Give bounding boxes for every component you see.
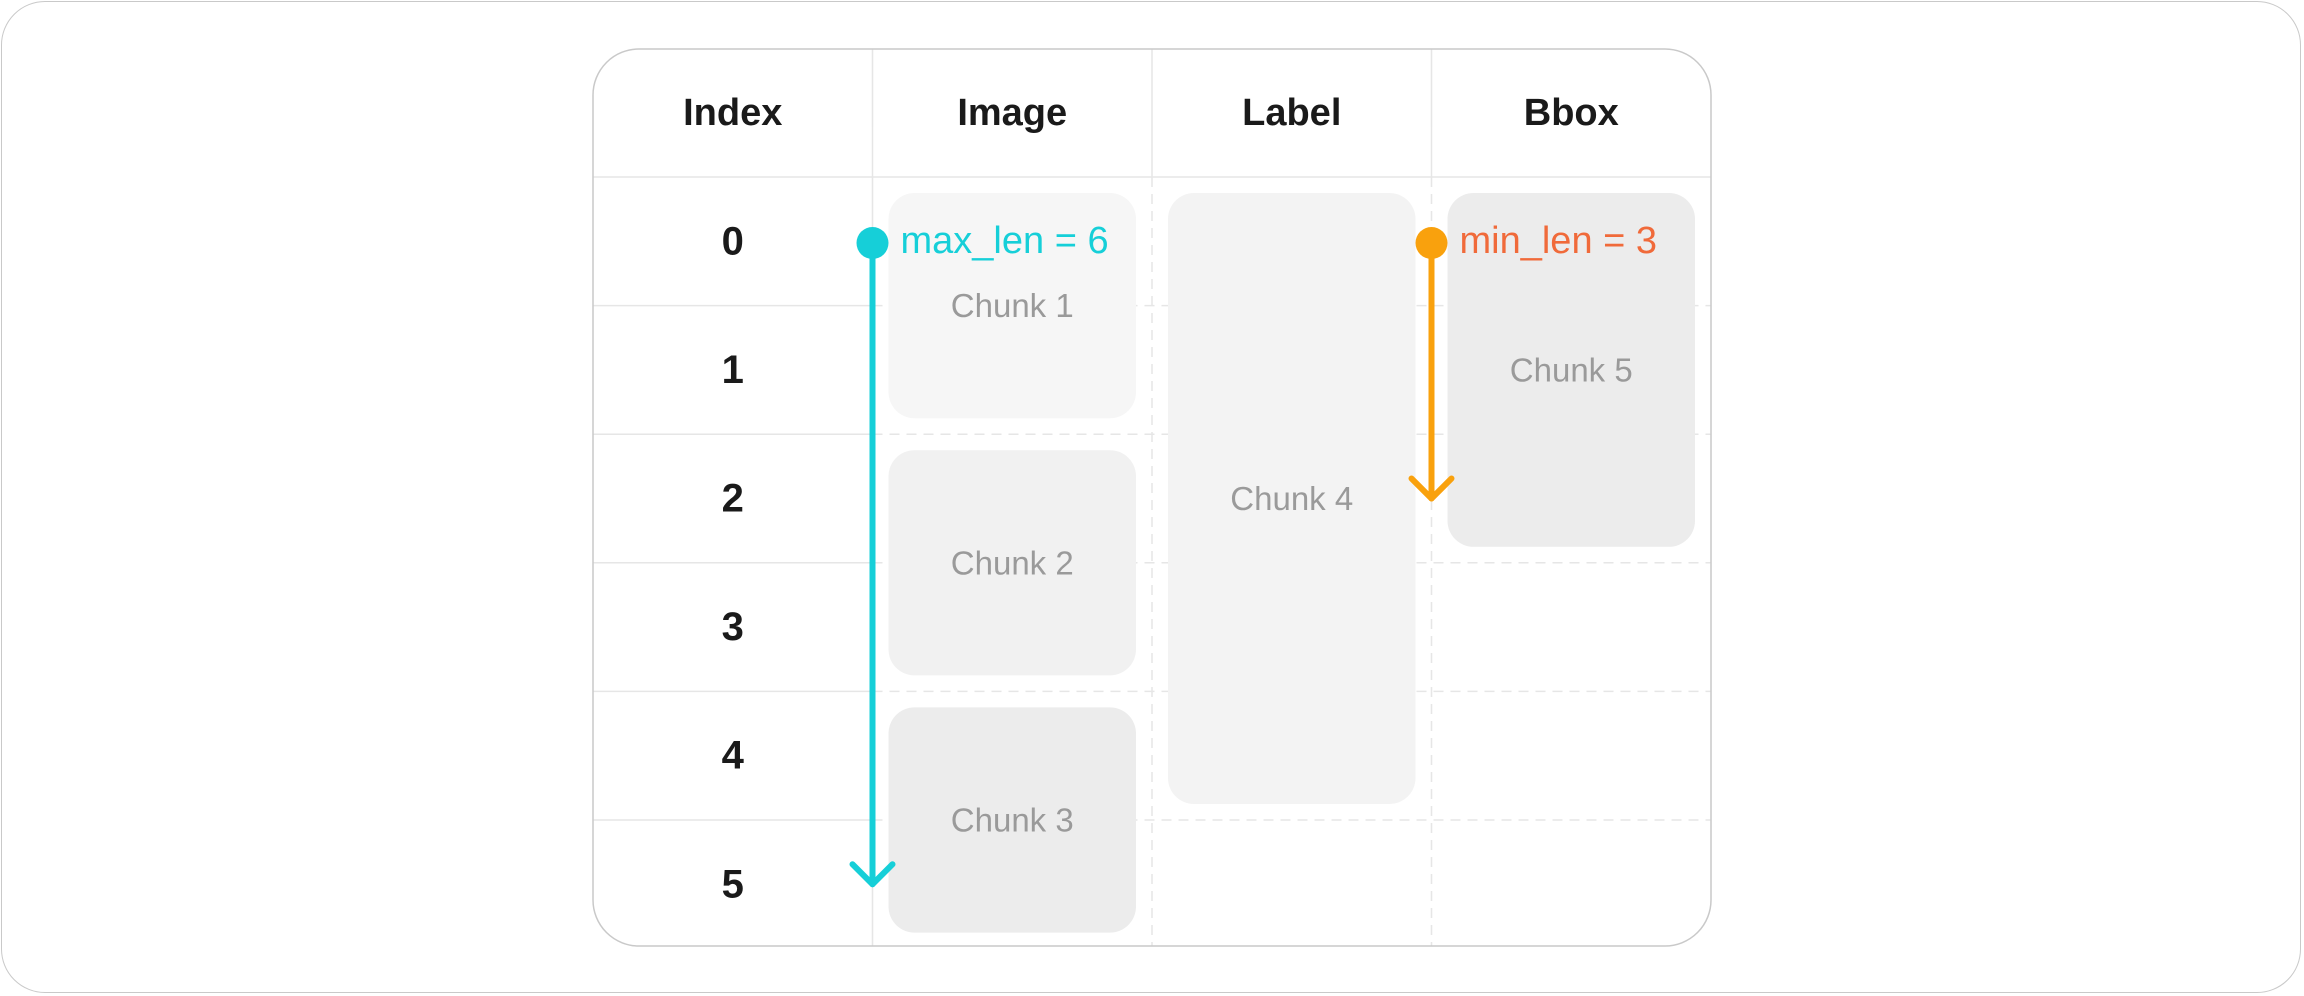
chunk-label: Chunk 5 (1510, 351, 1633, 388)
index-cell: 1 (722, 348, 744, 392)
chunk-label: Chunk 1 (951, 287, 1074, 324)
chunk-block: Chunk 4 (1168, 193, 1416, 804)
arrow-start-dot (856, 227, 889, 259)
column-header-image: Image (957, 92, 1067, 134)
chunk-block: Chunk 2 (888, 450, 1136, 676)
column-header-label: Label (1242, 92, 1341, 134)
index-cell: 4 (722, 734, 745, 778)
chunk-rect (888, 193, 1136, 419)
chunk-block: Chunk 1 (888, 193, 1136, 419)
chunk-block: Chunk 5 (1447, 193, 1695, 547)
chunk-rect (1168, 193, 1416, 804)
index-cell: 5 (722, 862, 744, 906)
length-arrow: min_len = 3 (1408, 220, 1658, 502)
index-cell: 0 (722, 219, 744, 263)
chunk-rect (888, 707, 1136, 933)
arrow-label: max_len = 6 (901, 220, 1109, 262)
chunk-label: Chunk 3 (951, 802, 1074, 839)
table-border (592, 48, 1712, 947)
column-header-index: Index (683, 92, 782, 134)
arrow-start-dot (1415, 227, 1448, 259)
chunk-rect (1447, 193, 1695, 547)
length-arrow: max_len = 6 (849, 220, 1109, 888)
index-cell: 3 (722, 605, 744, 649)
arrow-label: min_len = 3 (1460, 220, 1658, 262)
chunk-label: Chunk 2 (951, 544, 1074, 581)
chunk-block: Chunk 3 (888, 707, 1136, 933)
chunk-label: Chunk 4 (1230, 480, 1353, 517)
chunk-rect (888, 450, 1136, 676)
arrow-head (1408, 475, 1455, 502)
index-cell: 2 (722, 477, 744, 521)
column-header-bbox: Bbox (1524, 92, 1619, 134)
arrow-head (849, 861, 896, 888)
